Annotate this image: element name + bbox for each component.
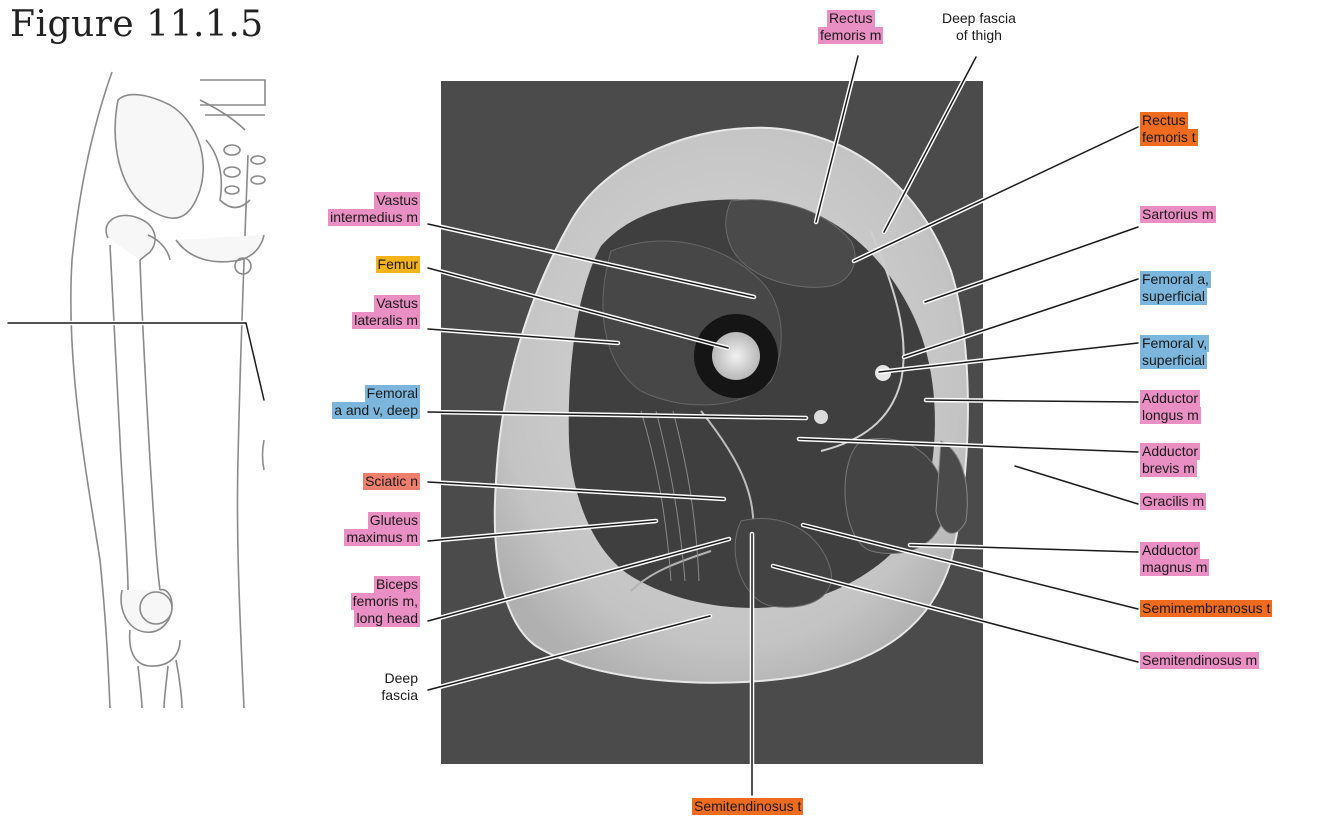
leader-semitendinosus-m [772, 565, 1139, 663]
leader-femoral-a-superficial [903, 278, 1139, 358]
leader-femoral-v-superficial [878, 342, 1139, 373]
label-femur: Femur [375, 256, 420, 273]
femoral-vessel-deep [814, 410, 828, 424]
leader-femoral-a-and-v-deep [427, 411, 807, 419]
label-vastus-intermedius-m: Vastus intermedius m [328, 192, 420, 226]
rectus-femoris-region [725, 199, 856, 288]
fascia-line-medial [820, 230, 905, 452]
leader-adductor-brevis-m [798, 438, 1139, 453]
leader-adductor-magnus-m [909, 544, 1139, 553]
leader-sciatic-n [427, 481, 725, 500]
semitendinosus-region [734, 517, 832, 608]
skin-outline-lateral [70, 71, 113, 709]
label-sciatic-n: Sciatic n [363, 473, 420, 490]
leader-adductor-longus-m [925, 399, 1139, 403]
gluteus-striation-3 [672, 410, 700, 582]
label-biceps-femoris-m-long-head: Biceps femoris m, long head [350, 576, 420, 627]
leader-deep-fascia [427, 615, 711, 691]
label-sartorius-m: Sartorius m [1140, 206, 1216, 223]
femur-marrow [712, 332, 760, 380]
label-femoral-v-superficial: Femoral v, superficial [1140, 335, 1210, 369]
leader-biceps-femoris-long-head [427, 538, 730, 622]
label-rectus-femoris-t: Rectus femoris t [1140, 112, 1198, 146]
leader-femur [427, 267, 729, 349]
label-semitendinosus-t: Semitendinosus t [692, 798, 804, 815]
leader-vastus-intermedius-m [427, 223, 755, 298]
label-adductor-longus-m: Adductor longus m [1140, 390, 1201, 424]
leg-skeleton-illustration [70, 71, 266, 709]
leader-rectus-femoris-t [853, 126, 1139, 262]
figure-title: Figure 11.1.5 [10, 4, 264, 45]
leader-semimembranosus-t [802, 524, 1139, 610]
leader-deep-fascia-of-thigh [883, 56, 977, 233]
label-adductor-brevis-m: Adductor brevis m [1140, 443, 1201, 477]
mri-cross-section-panel [441, 81, 983, 764]
gracilis-region [935, 440, 968, 534]
label-gracilis-m: Gracilis m [1140, 493, 1207, 510]
label-vastus-lateralis-m: Vastus lateralis m [352, 295, 420, 329]
leader-vastus-lateralis-m [427, 328, 619, 344]
label-femoral-a-superficial: Femoral a, superficial [1140, 271, 1211, 305]
gluteus-striation-2 [655, 410, 686, 582]
label-deep-fascia-of-thigh: Deep fascia of thigh [942, 10, 1016, 43]
leader-rectus-femoris-m [815, 55, 859, 223]
label-rectus-femoris-m: Rectus femoris m [818, 10, 884, 44]
label-gluteus-maximus-m: Gluteus maximus m [344, 512, 420, 546]
label-semimembranosus-t: Semimembranosus t [1140, 600, 1273, 617]
label-deep-fascia: Deep fascia [381, 670, 418, 703]
posterior-septum [630, 550, 712, 592]
label-femoral-a-and-v-deep: Femoral a and v, deep [332, 385, 420, 419]
leader-gluteus-maximus-m [427, 520, 657, 542]
label-semitendinosus-m: Semitendinosus m [1140, 652, 1260, 669]
leader-gracilis-m [1014, 465, 1139, 505]
leader-sartorius-m [924, 226, 1139, 303]
label-adductor-magnus-m: Adductor magnus m [1140, 542, 1210, 576]
section-level-connector [245, 322, 265, 401]
